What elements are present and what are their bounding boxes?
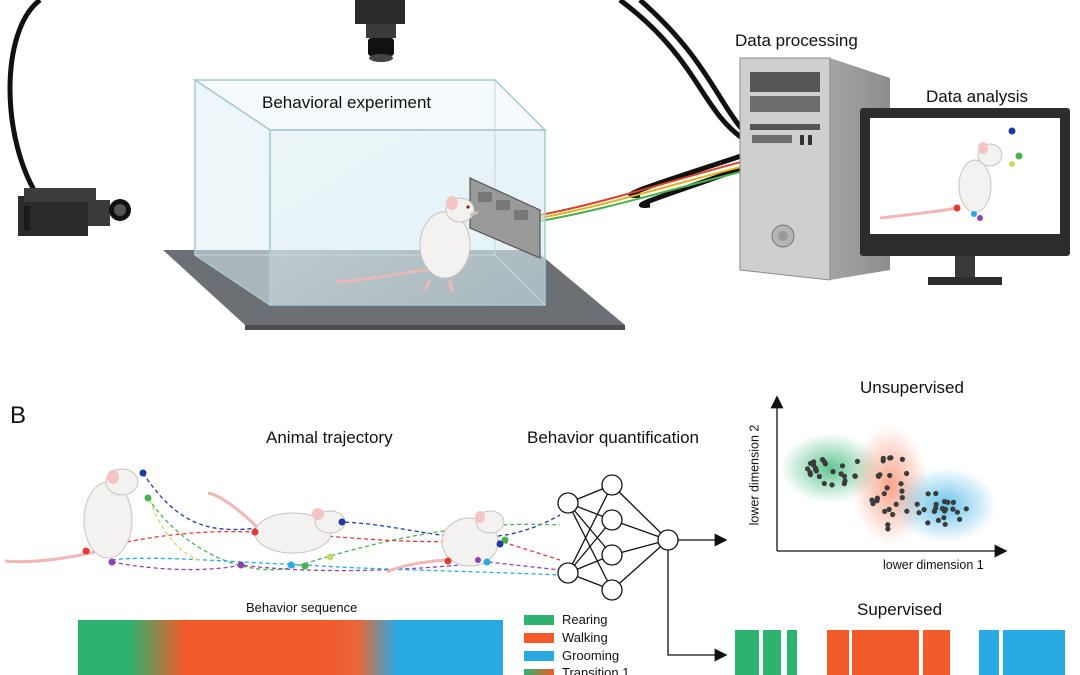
embedding-point [904,508,910,514]
arrow-to-supervised [667,550,728,662]
embedding-point [904,470,910,477]
embedding-point [881,491,887,497]
legend-swatch-grooming [524,651,554,661]
embedding-point [939,505,946,512]
embedding-point [921,507,927,513]
embedding-point [819,457,826,463]
embedding-point [899,488,905,494]
embedding-point [841,473,848,479]
embedding-point [916,510,922,516]
embedding-point [954,509,961,515]
embedding-point [933,490,939,497]
embedding-point [869,497,875,503]
embedding-point [942,521,948,527]
processing-label: Data processing [735,31,858,50]
experiment-label: Behavioral experiment [262,93,432,112]
embedding-point [816,473,823,480]
embedding-point [839,463,846,469]
overhead-camera [355,0,405,62]
embedding-point [805,466,811,472]
unsupervised-title: Unsupervised [860,378,964,397]
embedding-point [942,499,948,505]
trajectory-label: Animal trajectory [266,428,393,447]
supervised-bar [735,630,1065,675]
embedding-point [950,506,956,512]
embedding-point [899,456,906,462]
embedding-point [854,458,861,464]
embedding-point [925,491,931,497]
embedding-point [898,481,904,487]
legend-swatch-transition [524,669,554,675]
embedding-point [842,478,848,484]
embedding-point [933,501,939,507]
embedding-point [893,501,899,507]
embedding-point [963,506,969,512]
legend-swatch-walking [524,633,554,643]
monitor [860,108,1070,285]
embedding-point [882,508,888,514]
sequence-label: Behavior sequence [246,600,358,615]
legend-label-walking: Walking [562,630,608,645]
arena-floor-edge [245,325,625,330]
embedding-point [884,485,890,491]
embedding-point [950,499,957,505]
embedding-point [810,462,817,468]
supervised-title: Supervised [857,600,943,619]
embedding-point [935,517,942,524]
embedding-point [890,511,896,518]
embedding-point [875,473,881,479]
quantification-label: Behavior quantification [527,428,700,447]
glass-box [192,78,547,307]
behavior-sequence-bar [78,620,503,675]
embedding-point [914,501,920,507]
y-axis-label: lower dimension 2 [747,424,762,526]
overhead-camera-cable [618,0,747,143]
embedding-point [874,495,881,501]
embedding-point [829,482,835,488]
embedding-point [886,506,892,512]
mouse-walking [207,491,346,570]
legend-label-rearing: Rearing [562,612,608,627]
embedding-point [852,473,858,479]
mouse-in-arena [334,196,479,293]
embedding-point [931,508,938,514]
computer-tower [739,57,890,281]
camera-cable [7,0,43,202]
neural-network [557,474,679,601]
embedding-point [807,471,814,478]
mouse-grooming [386,510,509,574]
embedding-point [880,455,886,461]
legend-label-grooming: Grooming [562,648,620,663]
embedding-point [887,472,893,479]
legend-swatch-rearing [524,615,554,625]
side-camera [18,188,131,236]
analysis-label: Data analysis [926,87,1029,106]
embedding-point [821,480,827,487]
embedding-plot [770,395,1008,558]
embedding-point [813,467,819,473]
embedding-point [887,455,893,461]
embedding-point [885,526,891,532]
embedding-point [830,469,836,475]
embedding-point [925,520,931,526]
embedding-point [885,522,891,528]
mouse-rearing [4,468,152,566]
embedding-point [957,516,963,522]
embedding-point [899,495,905,501]
panel-letter-b: B [10,402,27,429]
x-axis-label: lower dimension 1 [883,558,984,572]
legend-label-transition: Transition 1 [562,665,630,675]
embedding-point [941,515,947,521]
